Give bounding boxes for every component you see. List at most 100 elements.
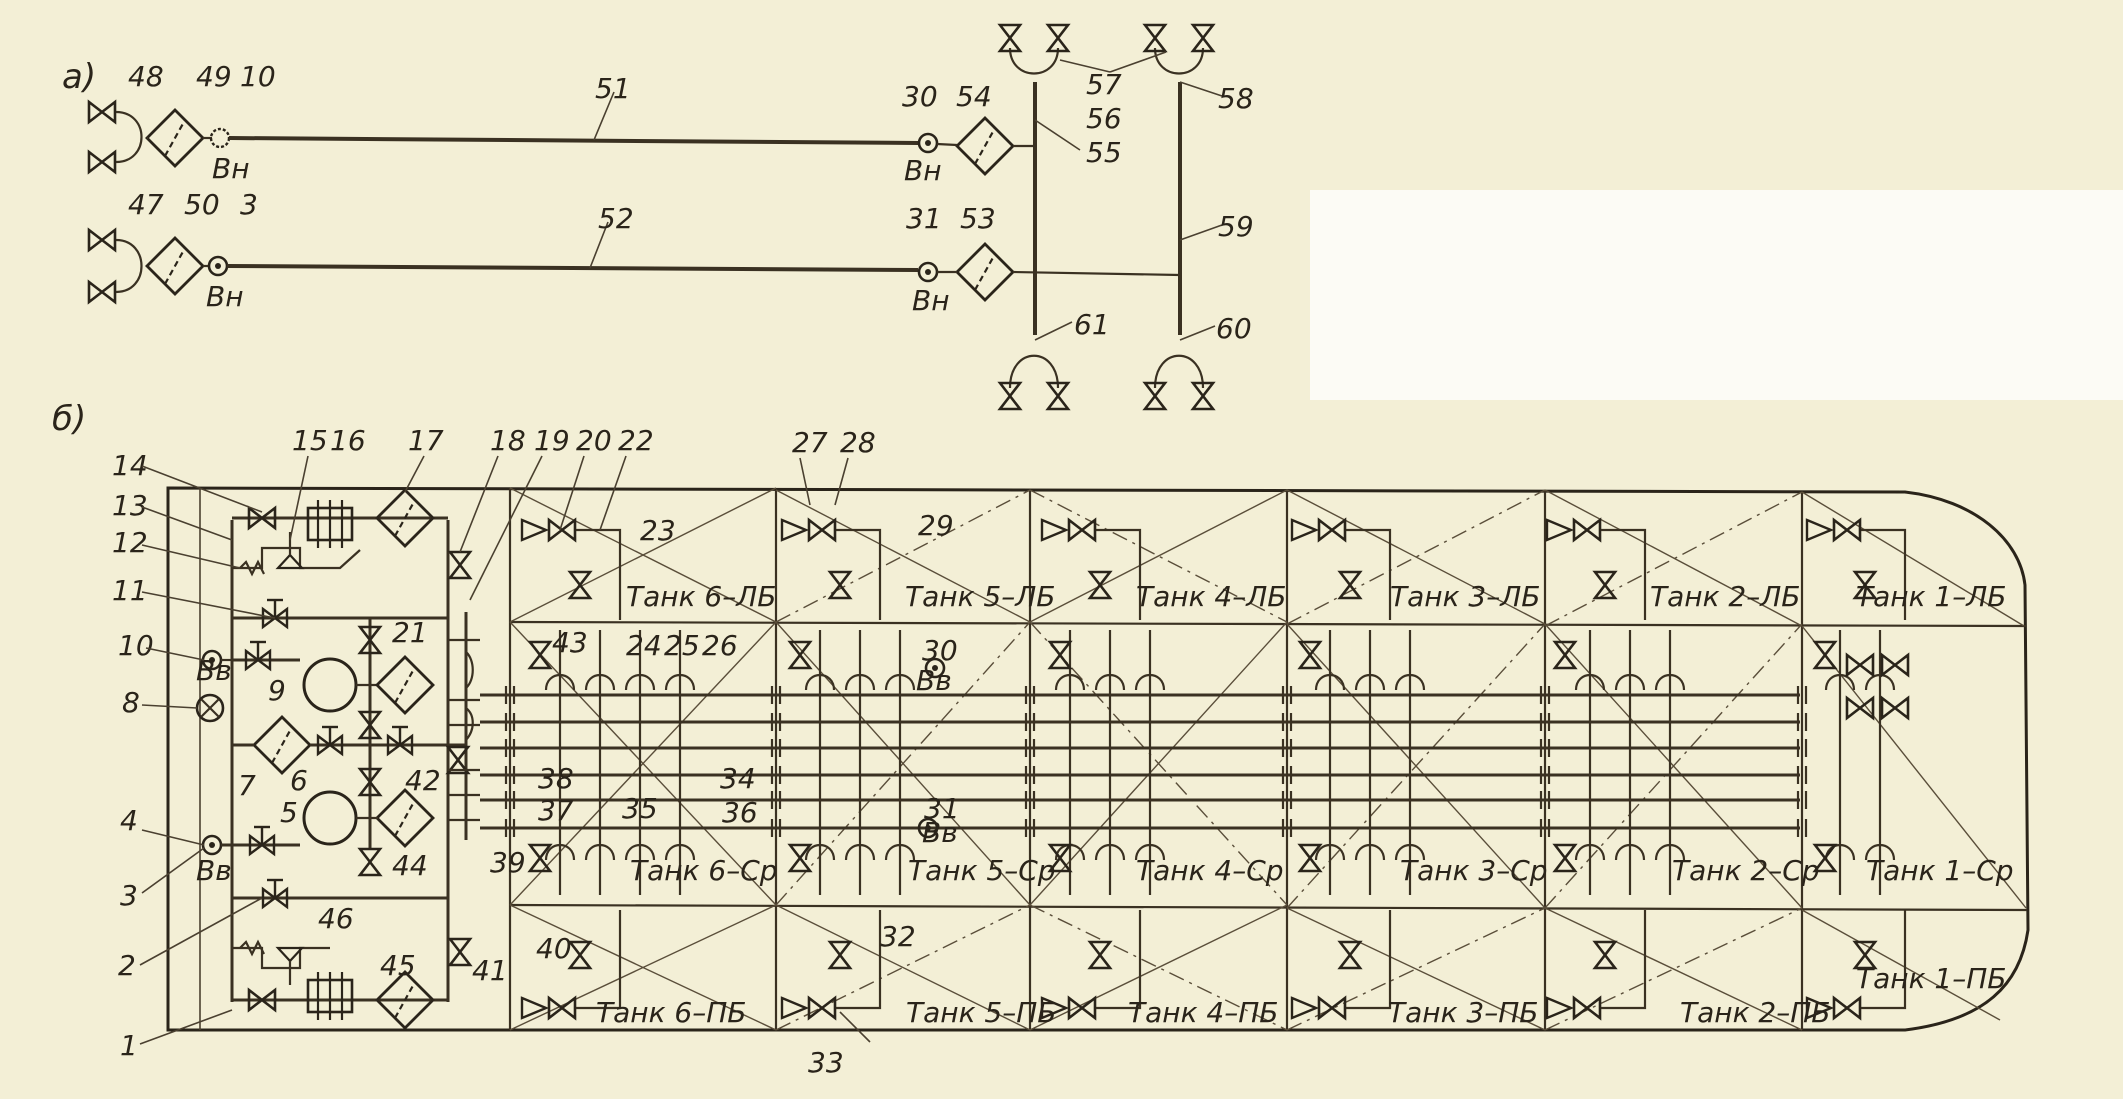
valve-icon[interactable]	[316, 725, 344, 756]
valve-icon[interactable]	[1832, 518, 1862, 542]
label-38: 38	[538, 762, 574, 795]
label-vn: Вн	[904, 154, 942, 187]
valve-icon[interactable]	[568, 570, 592, 600]
check-valve-icon[interactable]	[520, 518, 548, 542]
suction-pipe	[576, 528, 622, 620]
valve-icon[interactable]	[1298, 640, 1322, 670]
pump-icon	[302, 657, 358, 713]
expansion-loop	[1574, 674, 1606, 691]
valve-icon[interactable]	[1088, 940, 1112, 970]
valve-icon[interactable]	[1880, 696, 1910, 720]
label-43: 43	[552, 626, 588, 659]
valve-icon[interactable]	[87, 228, 117, 252]
expansion-loop	[884, 674, 916, 691]
tank-1-sr-label: Танк 1–Ср	[1866, 854, 2014, 887]
tank-6-lb-label: Танк 6–ЛБ	[626, 580, 776, 613]
check-valve-icon[interactable]	[1545, 996, 1573, 1020]
valve-icon[interactable]	[1572, 518, 1602, 542]
heater-icon	[306, 498, 354, 550]
label-52: 52	[598, 202, 634, 235]
valve-icon[interactable]	[1338, 940, 1362, 970]
valve-icon[interactable]	[248, 825, 276, 856]
pipeline-52	[226, 264, 919, 272]
label-57: 57	[1086, 68, 1122, 101]
valve-icon[interactable]	[828, 940, 852, 970]
label-36: 36	[722, 796, 758, 829]
check-valve-icon[interactable]	[1040, 518, 1068, 542]
valve-icon[interactable]	[1046, 23, 1070, 53]
expansion-loop	[1354, 674, 1386, 691]
valve-icon[interactable]	[1813, 640, 1837, 670]
valve-icon[interactable]	[568, 940, 592, 970]
valve-icon[interactable]	[1832, 996, 1862, 1020]
manifold-a	[917, 23, 1223, 411]
check-valve-icon[interactable]	[1290, 518, 1318, 542]
label-48: 48	[128, 60, 164, 93]
label-42: 42	[405, 764, 441, 797]
check-valve-icon[interactable]	[780, 996, 808, 1020]
valve-icon[interactable]	[1067, 996, 1097, 1020]
valve-icon[interactable]	[1143, 23, 1167, 53]
tank-1-lb-label: Танк 1–ЛБ	[1856, 580, 2006, 613]
valve-icon[interactable]	[244, 640, 272, 671]
check-valve-icon[interactable]	[1545, 518, 1573, 542]
connection-ring-icon	[207, 255, 229, 277]
valve-icon[interactable]	[547, 996, 577, 1020]
label-15: 15	[292, 424, 328, 457]
check-valve-icon[interactable]	[1805, 518, 1833, 542]
section-a-label: а)	[62, 57, 96, 97]
valve-icon[interactable]	[1088, 570, 1112, 600]
valve-icon[interactable]	[1338, 570, 1362, 600]
tank-4-lb-label: Танк 4–ЛБ	[1136, 580, 1286, 613]
label-30: 30	[902, 80, 938, 113]
valve-icon[interactable]	[1317, 518, 1347, 542]
valve-icon[interactable]	[1845, 653, 1875, 677]
valve-icon[interactable]	[828, 570, 852, 600]
expansion-loop	[1824, 674, 1856, 691]
valve-icon[interactable]	[358, 847, 382, 877]
valve-icon[interactable]	[87, 280, 117, 304]
label-45: 45	[380, 949, 416, 982]
label-16: 16	[330, 424, 366, 457]
connection-ring-icon	[201, 834, 223, 856]
valve-icon[interactable]	[1317, 996, 1347, 1020]
check-valve-icon[interactable]	[780, 518, 808, 542]
valve-icon[interactable]	[807, 518, 837, 542]
label-5: 5	[280, 796, 298, 829]
valve-icon[interactable]	[807, 996, 837, 1020]
valve-icon[interactable]	[1553, 843, 1577, 873]
expansion-loop	[1134, 674, 1166, 691]
pump-icon	[302, 790, 358, 846]
valve-icon[interactable]	[1593, 940, 1617, 970]
valve-icon[interactable]	[1572, 996, 1602, 1020]
check-valve-icon[interactable]	[1290, 996, 1318, 1020]
valve-icon[interactable]	[261, 878, 289, 909]
label-54: 54	[956, 80, 992, 113]
valve-icon[interactable]	[1067, 518, 1097, 542]
label-vn: Вн	[206, 280, 244, 313]
connection-ring-icon	[917, 132, 939, 154]
valve-icon[interactable]	[1048, 640, 1072, 670]
valve-icon[interactable]	[1845, 696, 1875, 720]
valve-icon[interactable]	[448, 550, 472, 580]
expansion-loop	[1354, 844, 1386, 861]
valve-icon[interactable]	[386, 725, 414, 756]
valve-icon[interactable]	[528, 640, 552, 670]
expansion-loop	[884, 844, 916, 861]
label-3: 3	[240, 188, 258, 221]
label-22: 22	[618, 424, 654, 457]
expansion-loop	[1054, 674, 1086, 691]
valve-icon[interactable]	[1880, 653, 1910, 677]
suction-pipe	[1346, 528, 1392, 620]
valve-icon[interactable]	[87, 100, 117, 124]
valve-icon[interactable]	[998, 23, 1022, 53]
label-39: 39	[490, 846, 526, 879]
valve-icon[interactable]	[788, 640, 812, 670]
valve-icon[interactable]	[448, 937, 472, 967]
valve-icon[interactable]	[1191, 23, 1215, 53]
expansion-loop	[664, 674, 696, 691]
tank-2-sr-label: Танк 2–Ср	[1672, 854, 1820, 887]
valve-icon[interactable]	[87, 150, 117, 174]
valve-icon[interactable]	[261, 598, 289, 629]
expansion-loop	[664, 844, 696, 861]
